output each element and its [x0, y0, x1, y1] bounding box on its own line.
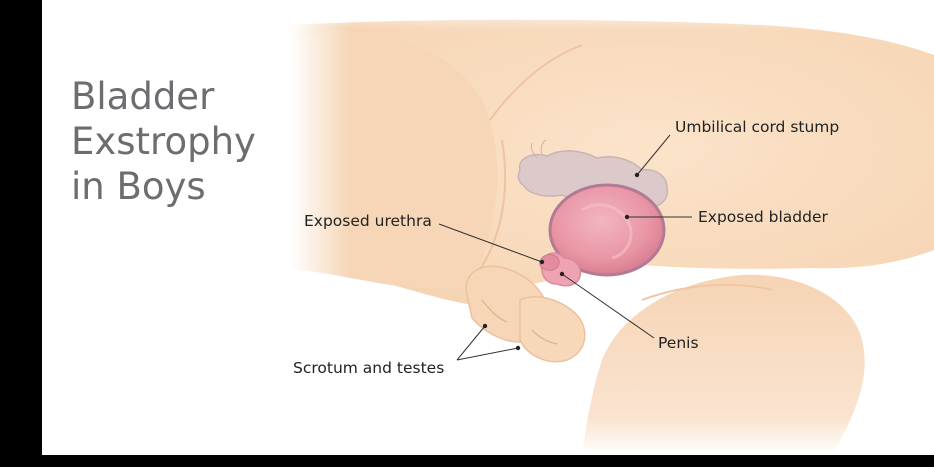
diagram-frame: Bladder Exstrophy in Boys Umbilical cord…: [42, 0, 934, 455]
scrotum-leader-2: [456, 347, 519, 361]
label-exposed-urethra: Exposed urethra: [304, 212, 432, 230]
leader-lines: [438, 134, 692, 361]
label-penis: Penis: [658, 334, 699, 352]
label-exposed-bladder: Exposed bladder: [698, 208, 828, 226]
right-leg-shape: [582, 274, 865, 455]
title-line-1: Bladder: [71, 75, 215, 118]
label-scrotum-and-testes: Scrotum and testes: [293, 359, 445, 377]
penis-leader: [561, 273, 655, 339]
title-line-2: Exstrophy: [71, 120, 256, 163]
title-line-3: in Boys: [71, 165, 206, 208]
urethra-leader: [438, 223, 543, 263]
umbilical-leader: [636, 134, 671, 176]
label-umbilical-cord-stump: Umbilical cord stump: [675, 118, 840, 136]
scrotum-leader: [456, 325, 486, 361]
exposed-bladder-shape: [548, 183, 666, 277]
anatomy-illustration: [290, 0, 934, 455]
urethra-shape: [539, 254, 560, 271]
leader-dots: [482, 172, 640, 351]
diagram-title: Bladder Exstrophy in Boys: [71, 74, 256, 209]
